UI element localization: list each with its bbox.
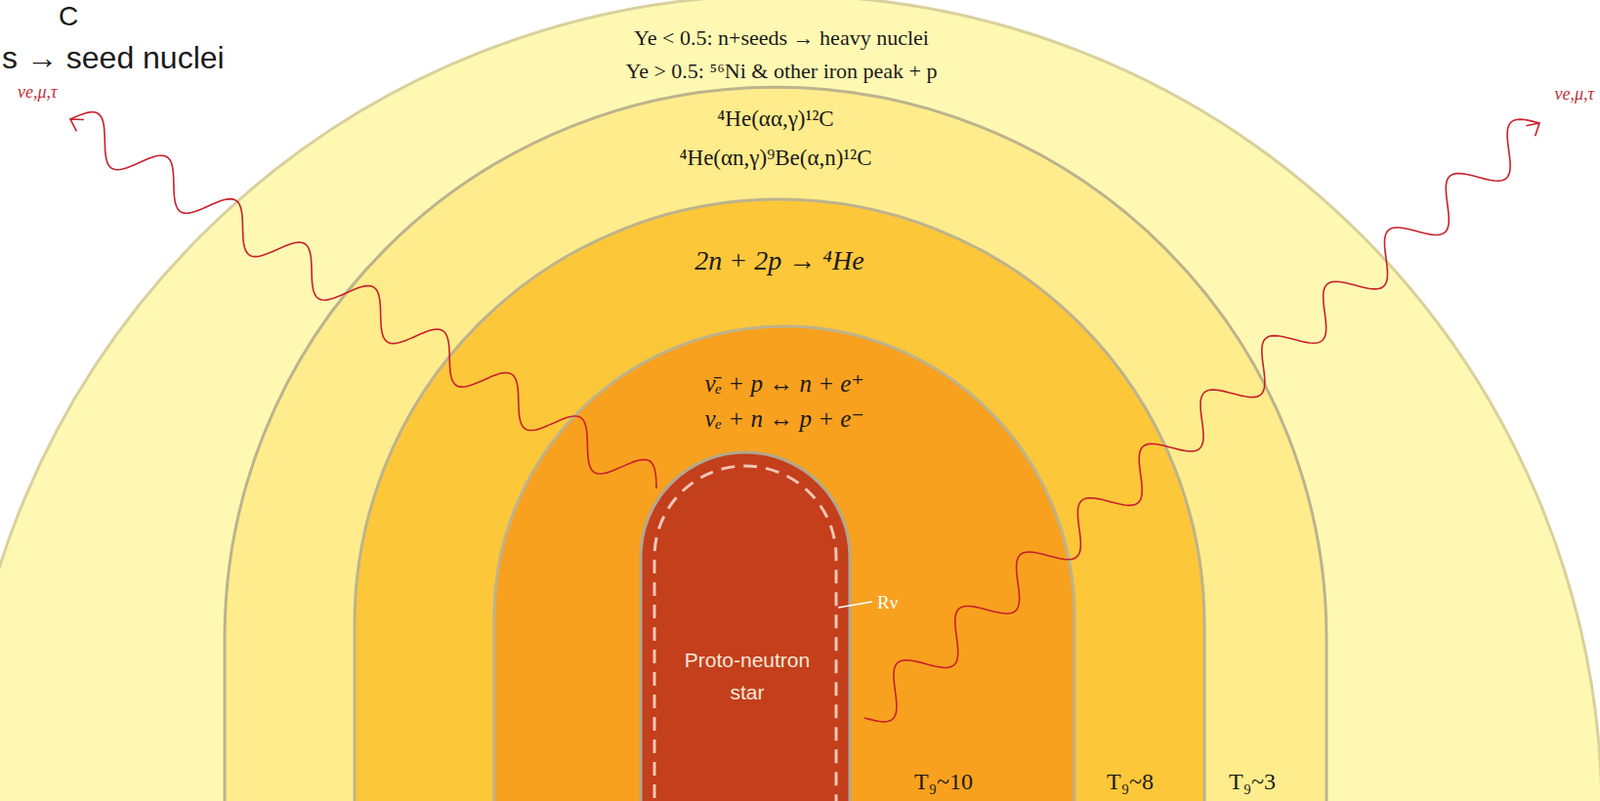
radius-leader	[838, 601, 873, 608]
temperature-label: T₉~10	[914, 767, 973, 797]
neutrino-arrowhead	[70, 119, 85, 131]
reaction-text: Ye > 0.5: ⁵⁶Ni & other iron peak + p	[626, 58, 938, 85]
neutrino-interaction-band: ν̄ₑ + p ↔ n + e⁺ νₑ + n ↔ p + e⁻ Proto-neu…	[494, 326, 1075, 801]
reaction-text: ν̄ₑ + p ↔ n + e⁺	[704, 369, 864, 399]
cut-heading-fragment: C	[58, 0, 79, 34]
neutrinosphere-outline	[654, 465, 837, 801]
neutrino-wave	[864, 119, 1540, 722]
helium-burning-band: ⁴He(αα,γ)¹²C ⁴He(αn,γ)⁹Be(α,n)¹²C 2n + 2p …	[224, 86, 1327, 801]
band-shape	[224, 86, 1327, 801]
cut-heading-fragment: s → seed nuclei	[1, 39, 225, 77]
band-shape	[640, 452, 850, 801]
neutrino-flavour-label: νe,μ,τ	[17, 82, 57, 104]
reaction-text: ⁴He(αα,γ)¹²C	[716, 105, 834, 133]
neutrino-flavour-label: νe,μ,τ	[1555, 84, 1595, 106]
star-label: Proto-neutron star	[673, 644, 821, 709]
proto-neutron-star: Proto-neutron star	[640, 452, 850, 801]
neutrino-arrowhead	[1525, 123, 1540, 136]
reaction-text: Ye < 0.5: n+seeds → heavy nuclei	[633, 25, 929, 51]
neutrino-wave	[70, 112, 657, 489]
temperature-label: T₉~8	[1106, 767, 1154, 797]
band-shape	[354, 199, 1205, 801]
reaction-text: 2n + 2p → ⁴He	[694, 244, 864, 278]
band-outline	[640, 452, 850, 801]
reaction-text: ⁴He(αn,γ)⁹Be(α,n)¹²C	[679, 144, 873, 172]
temperature-label: T₉~3	[1228, 767, 1276, 797]
reaction-text: νₑ + n ↔ p + e⁻	[704, 404, 864, 434]
alpha-formation-band: 2n + 2p → ⁴He ν̄ₑ + p ↔ n + e⁺ νₑ + n ↔ p …	[354, 199, 1205, 801]
band-shape	[494, 326, 1075, 801]
neutrinosphere-radius-label: Rν	[877, 591, 898, 615]
